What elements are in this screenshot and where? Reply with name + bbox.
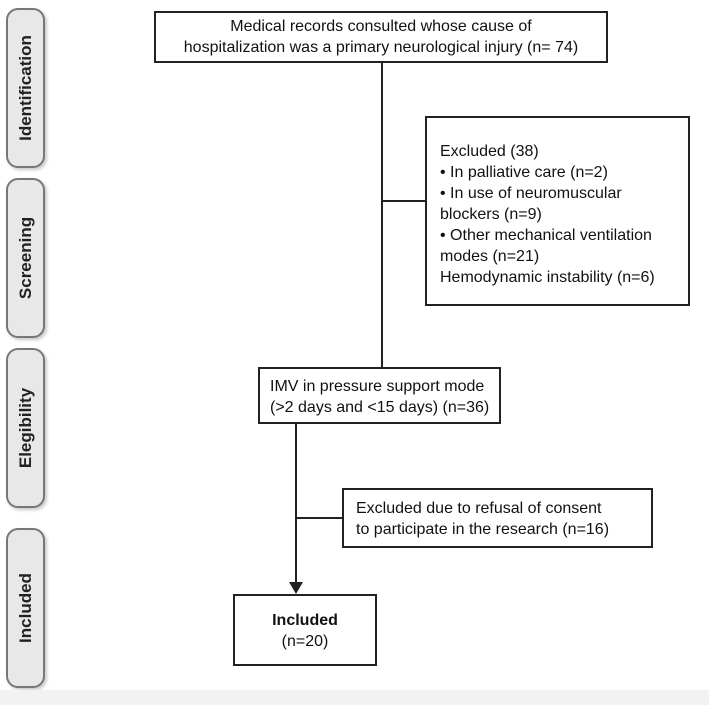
phase-elegibility-label: Elegibility	[15, 387, 35, 469]
connector-imv-to-included	[295, 423, 297, 585]
records-line-2: hospitalization was a primary neurologic…	[183, 39, 579, 56]
phase-screening: Screening	[6, 178, 45, 338]
excluded-consent-line-2: to participate in the research (n=16)	[356, 521, 610, 538]
excluded-consent-line-1: Excluded due to refusal of consent	[356, 500, 602, 517]
excluded-item-ventilation: • Other mechanical ventilation	[440, 227, 652, 244]
arrow-down-icon	[289, 582, 303, 594]
phase-screening-label: Screening	[15, 216, 35, 300]
bottom-strip	[0, 690, 709, 705]
connector-records-to-imv	[381, 61, 383, 368]
imv-box: IMV in pressure support mode (>2 days an…	[258, 367, 501, 424]
included-count: (n=20)	[281, 633, 329, 650]
imv-line-2: (>2 days and <15 days) (n=36)	[270, 399, 490, 416]
phase-included-label: Included	[15, 573, 35, 643]
included-box: Included (n=20)	[233, 594, 377, 666]
phase-included: Included	[6, 528, 45, 688]
excluded-item-hemodynamic: Hemodynamic instability (n=6)	[440, 269, 655, 286]
records-line-1: Medical records consulted whose cause of	[230, 18, 532, 35]
excluded-screening-title: Excluded (38)	[440, 143, 539, 160]
imv-line-1: IMV in pressure support mode	[270, 378, 485, 395]
excluded-item-ventilation-cont: modes (n=21)	[440, 248, 540, 265]
excluded-consent-box: Excluded due to refusal of consent to pa…	[342, 488, 653, 548]
included-title: Included	[272, 612, 338, 629]
excluded-screening-box: Excluded (38) • In palliative care (n=2)…	[425, 116, 690, 306]
excluded-item-neuromuscular: • In use of neuromuscular	[440, 185, 622, 202]
records-box: Medical records consulted whose cause of…	[154, 11, 608, 63]
phase-identification: Identification	[6, 8, 45, 168]
connector-to-excluded-consent	[296, 517, 342, 519]
connector-to-excluded-screening	[382, 200, 425, 202]
phase-elegibility: Elegibility	[6, 348, 45, 508]
excluded-item-palliative: • In palliative care (n=2)	[440, 164, 608, 181]
phase-identification-label: Identification	[15, 35, 35, 141]
excluded-item-neuromuscular-cont: blockers (n=9)	[440, 206, 542, 223]
